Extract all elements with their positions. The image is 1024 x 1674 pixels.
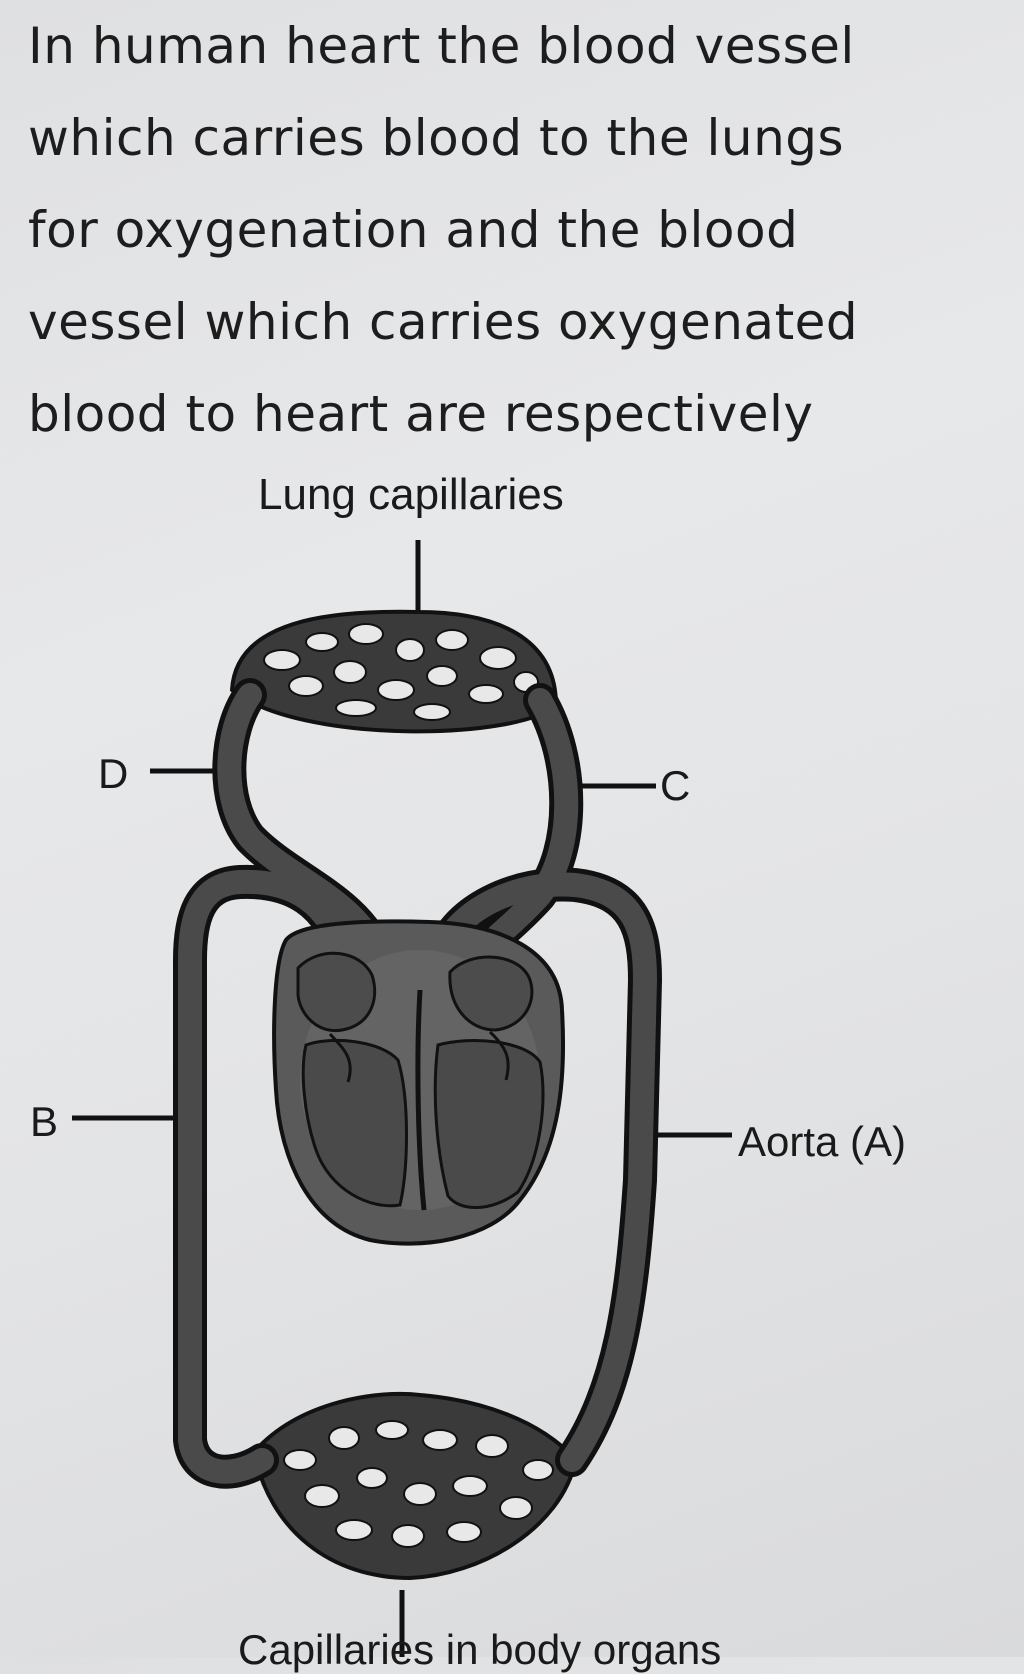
vessel-d	[217, 683, 392, 972]
question-line-3: for oxygenation and the blood	[28, 201, 799, 259]
left-atrium	[448, 955, 534, 1032]
question-text: In human heart the blood vessel which ca…	[28, 0, 1018, 460]
label-b: B	[30, 1098, 59, 1145]
right-ventricle	[301, 1038, 408, 1208]
question-line-5: blood to heart are respectively	[28, 385, 814, 443]
lung-capillaries-label: Lung capillaries	[258, 470, 564, 519]
aorta-label: Aorta (A)	[738, 1118, 907, 1165]
body-capillary-bed	[251, 1391, 579, 1581]
septum	[415, 989, 427, 1211]
vessel-aorta	[428, 872, 657, 1472]
heart	[272, 919, 566, 1246]
question-line-2: which carries blood to the lungs	[28, 109, 845, 167]
question-line-4: vessel which carries oxygenated	[28, 293, 859, 351]
body-capillary-holes	[283, 1420, 554, 1548]
label-d: D	[98, 750, 129, 797]
left-ventricle	[433, 1039, 545, 1209]
right-atrium	[296, 951, 377, 1033]
body-capillaries-label: Capillaries in body organs	[238, 1626, 722, 1673]
lung-capillary-bed	[229, 609, 559, 734]
label-c: C	[660, 762, 691, 809]
vessel-b	[178, 869, 357, 1484]
leader-lines	[72, 540, 732, 1657]
question-line-1: In human heart the blood vessel	[28, 17, 855, 75]
lung-capillary-holes	[263, 623, 539, 721]
